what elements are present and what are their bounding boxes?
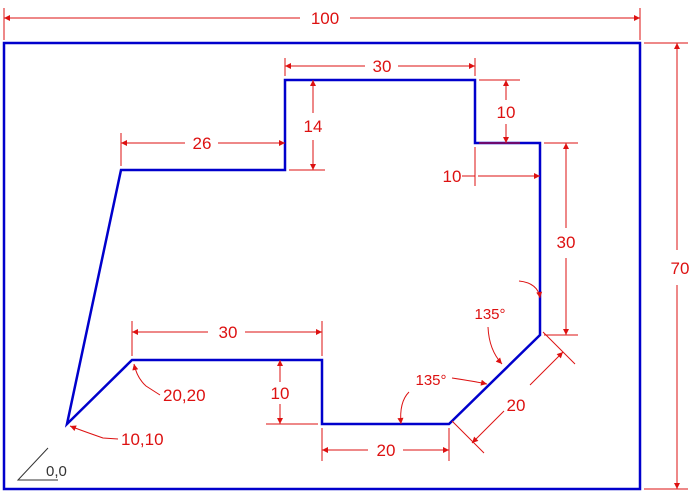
angle-upper-arc-b — [487, 326, 503, 365]
dim-text-overall-height: 70 — [671, 259, 690, 278]
dim-chamfer-line-bottom — [471, 410, 505, 444]
dim-text-bottom-step: 10 — [271, 384, 290, 403]
angle-lower-arc-b — [397, 391, 410, 425]
angle-upper-arc-a — [518, 280, 543, 299]
origin-symbol — [16, 447, 58, 481]
origin-label: 0,0 — [46, 463, 67, 480]
dim-chamfer-ext-top — [542, 331, 576, 365]
dim-text-bottom-ledge: 30 — [219, 323, 238, 342]
leader-point-a — [132, 363, 161, 396]
outer-border — [2, 41, 642, 491]
dim-text-top-step: 14 — [304, 117, 323, 136]
angle-text-upper: 135° — [474, 306, 505, 323]
dim-text-overall-width: 100 — [311, 9, 339, 28]
angle-lower-arc-a — [451, 377, 488, 386]
origin-icon — [16, 447, 58, 481]
coord-text-point-b: 10,10 — [121, 430, 164, 449]
inner-profile — [64, 78, 542, 428]
dim-text-left-ledge: 26 — [193, 134, 212, 153]
leader-point-b — [69, 425, 119, 440]
coord-text-point-a: 20,20 — [163, 386, 206, 405]
dim-text-top-width: 30 — [373, 57, 392, 76]
dim-text-notch-width: 10 — [443, 167, 462, 186]
dim-chamfer-line-top — [529, 351, 564, 386]
dim-chamfer-ext-bottom — [451, 420, 485, 454]
dim-text-right-height: 30 — [557, 233, 576, 252]
dim-text-notch-depth: 10 — [497, 103, 516, 122]
dimension-layer — [3, 8, 688, 490]
dim-text-bottom-width: 20 — [377, 441, 396, 460]
dim-text-chamfer: 20 — [507, 396, 526, 415]
angle-text-lower: 135° — [415, 372, 446, 389]
